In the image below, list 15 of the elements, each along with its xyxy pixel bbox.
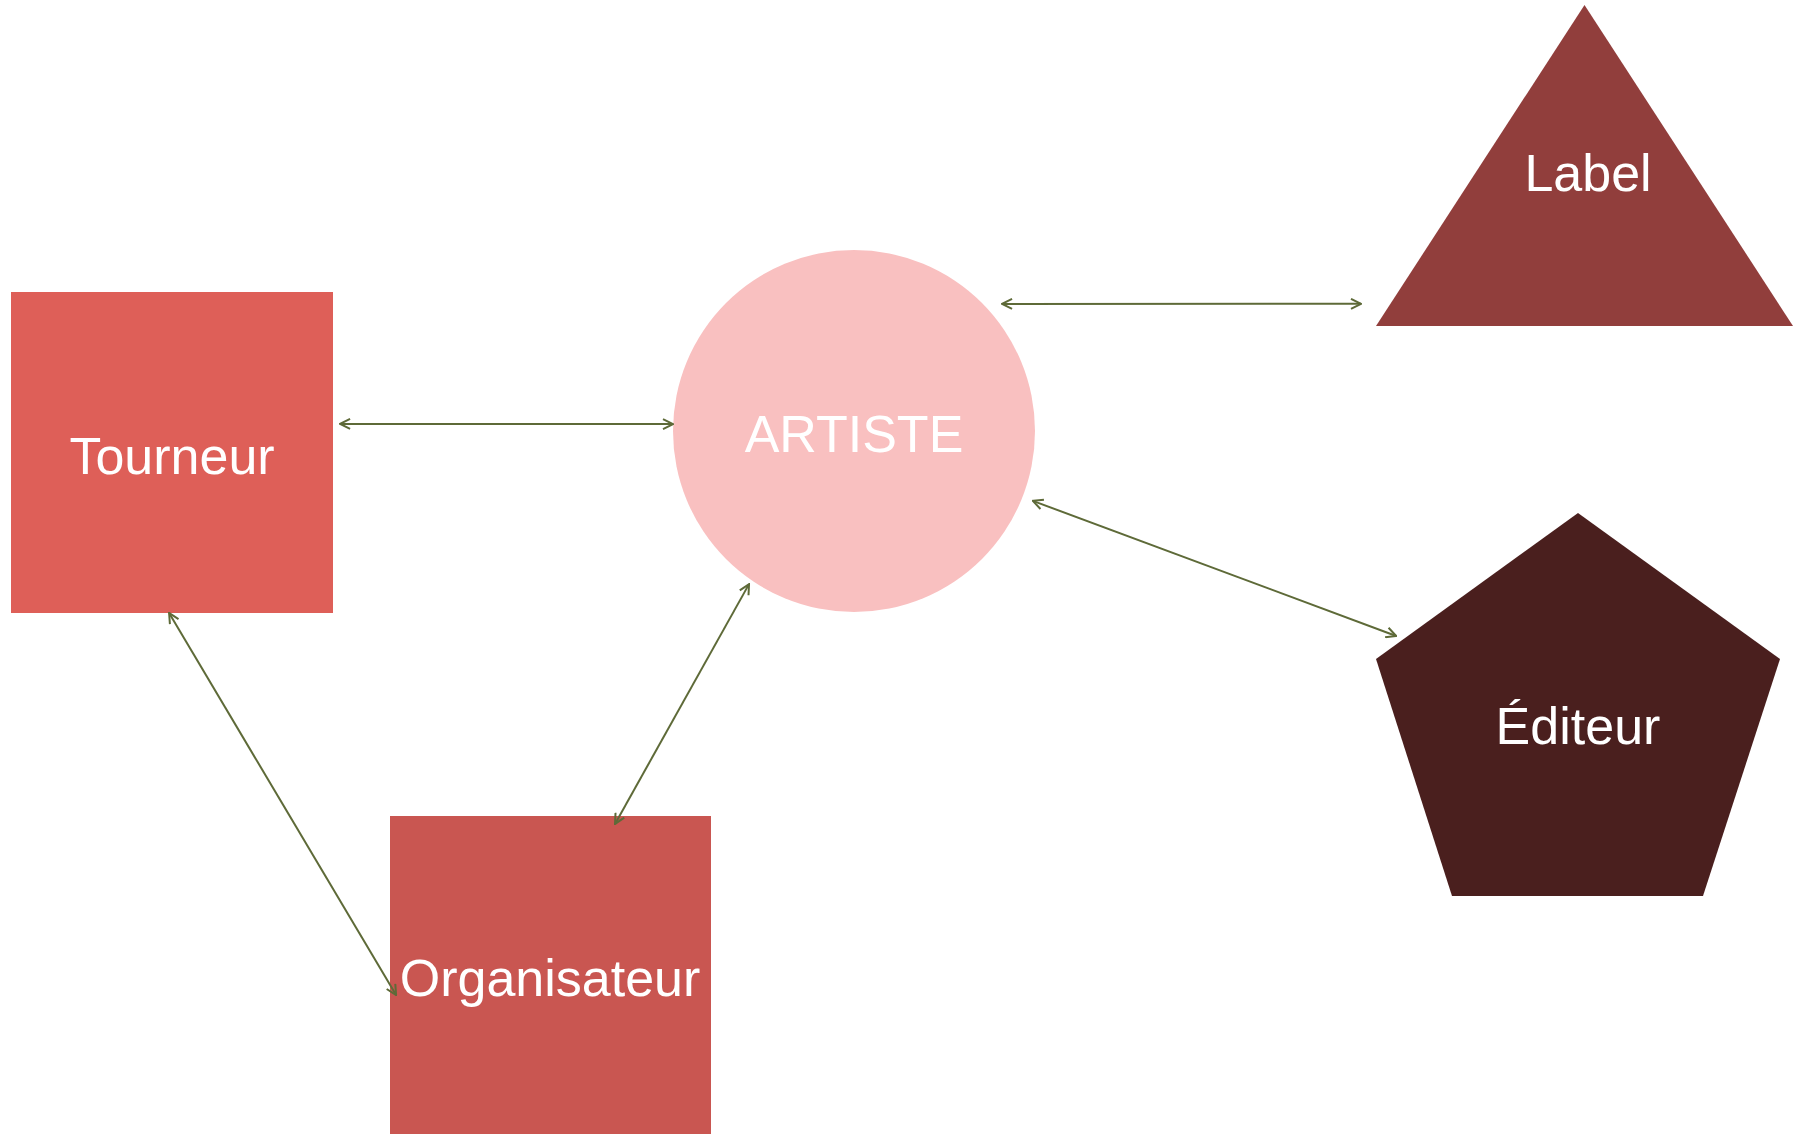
double-arrow [1031,498,1398,639]
node-label: ARTISTE [744,404,964,464]
double-arrow [168,612,398,997]
triangle-node [1376,5,1793,326]
node-label: Label [1524,143,1652,203]
double-arrow [614,583,750,825]
node-label: Éditeur [1495,696,1661,756]
node-label: Tourneur [69,426,275,486]
double-arrow [339,417,674,431]
square-box [390,816,711,1134]
node-label: Organisateur [399,948,701,1008]
circle-node [673,250,1035,612]
square-box [11,292,333,613]
double-arrow [1001,297,1362,310]
pentagon-node [1376,513,1780,896]
